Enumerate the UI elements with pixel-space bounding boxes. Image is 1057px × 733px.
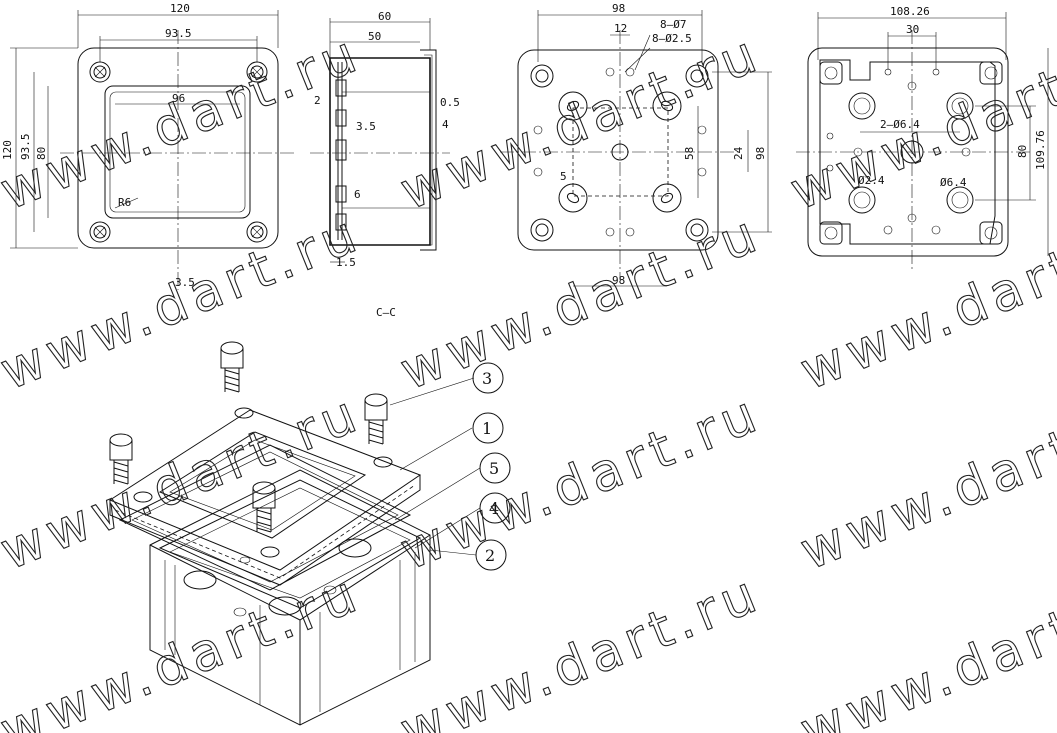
- dim-label: 3.5: [175, 276, 195, 289]
- svg-text:5: 5: [489, 459, 499, 478]
- dim-label: 80: [35, 147, 48, 160]
- watermark: www.dart.ru: [392, 203, 769, 402]
- bottom-view: 98 12 8—Ø7 8—Ø2.5 24 58 98 98 5: [500, 2, 772, 287]
- watermark: www.dart.ru: [0, 383, 370, 582]
- dim-label: 30: [906, 23, 919, 36]
- front-view: 120 93.5 120 93.5 80 96 R6 3.5: [1, 2, 295, 290]
- dim-label: 0.5: [440, 96, 460, 109]
- watermark: www.dart.ru: [392, 383, 769, 582]
- watermark: www.dart.ru: [0, 563, 370, 733]
- svg-text:3: 3: [482, 369, 492, 388]
- callout-4: 4: [479, 492, 511, 524]
- callout-3: 3: [472, 362, 504, 394]
- watermark-layer: www.dart.ru www.dart.ru www.dart.ru www.…: [0, 22, 1057, 733]
- callout-5: 5: [479, 452, 511, 484]
- dim-label: Ø2.4: [858, 174, 885, 187]
- screw-icon: [246, 221, 268, 243]
- dim-label: 96: [172, 92, 185, 105]
- dim-label: 109.76: [1034, 130, 1047, 170]
- dim-label: 98: [612, 274, 625, 287]
- dim-label: 58: [683, 147, 696, 160]
- svg-text:4: 4: [489, 499, 499, 518]
- dim-label: 6: [354, 188, 361, 201]
- watermark: www.dart.ru: [392, 563, 769, 733]
- base-view: 108.26 30 80 109.76 Ø2.4 Ø6.4 2—Ø6.4: [796, 5, 1049, 270]
- screw-icon: [685, 64, 709, 88]
- svg-text:1: 1: [482, 419, 492, 438]
- watermark: www.dart.ru: [0, 203, 370, 402]
- dim-label: 60: [378, 10, 391, 23]
- screw-icon: [89, 61, 111, 83]
- dim-label: 93.5: [165, 27, 192, 40]
- callout-1: 1: [472, 412, 504, 444]
- dim-label: 50: [368, 30, 381, 43]
- dim-label: 93.5: [19, 134, 32, 161]
- dim-label: Ø6.4: [940, 176, 967, 189]
- watermark: www.dart.ru: [792, 203, 1057, 402]
- watermark: www.dart.ru: [782, 23, 1057, 222]
- callout-2: 2: [475, 539, 507, 571]
- exploded-view: 3 1 5 4 2: [108, 341, 511, 726]
- screw-icon: [530, 218, 554, 242]
- dim-label: 8—Ø7: [660, 18, 687, 31]
- dim-label: 4: [442, 118, 449, 131]
- watermark: www.dart.ru: [792, 563, 1057, 733]
- dim-label: 24: [732, 146, 745, 160]
- section-label: C—C: [376, 306, 396, 319]
- screw-icon: [220, 341, 244, 393]
- dim-label: 1.5: [336, 256, 356, 269]
- dim-label: 2—Ø6.4: [880, 118, 920, 131]
- dim-label: 3.5: [356, 120, 376, 133]
- watermark: www.dart.ru: [792, 383, 1057, 582]
- dim-label: 120: [170, 2, 190, 15]
- section-view: 60 50 2 0.5 3.5 6 1.5 4 C—C: [310, 10, 460, 319]
- dim-label: 2: [314, 94, 321, 107]
- dim-label: 120: [1, 140, 14, 160]
- dim-label: 12: [614, 22, 627, 35]
- dim-label: 5: [560, 170, 567, 183]
- svg-text:2: 2: [485, 546, 495, 565]
- dim-label: R6: [118, 196, 131, 209]
- screw-icon: [252, 481, 276, 533]
- screw-icon: [530, 64, 554, 88]
- screw-icon: [685, 218, 709, 242]
- screw-icon: [109, 433, 133, 485]
- screw-icon: [89, 221, 111, 243]
- dim-label: 108.26: [890, 5, 930, 18]
- dim-label: 8—Ø2.5: [652, 32, 692, 45]
- screw-icon: [364, 393, 388, 445]
- watermark: www.dart.ru: [0, 23, 370, 222]
- dim-label: 98: [754, 147, 767, 160]
- dim-label: 80: [1016, 145, 1029, 158]
- watermark: www.dart.ru: [392, 23, 769, 222]
- dim-label: 98: [612, 2, 625, 15]
